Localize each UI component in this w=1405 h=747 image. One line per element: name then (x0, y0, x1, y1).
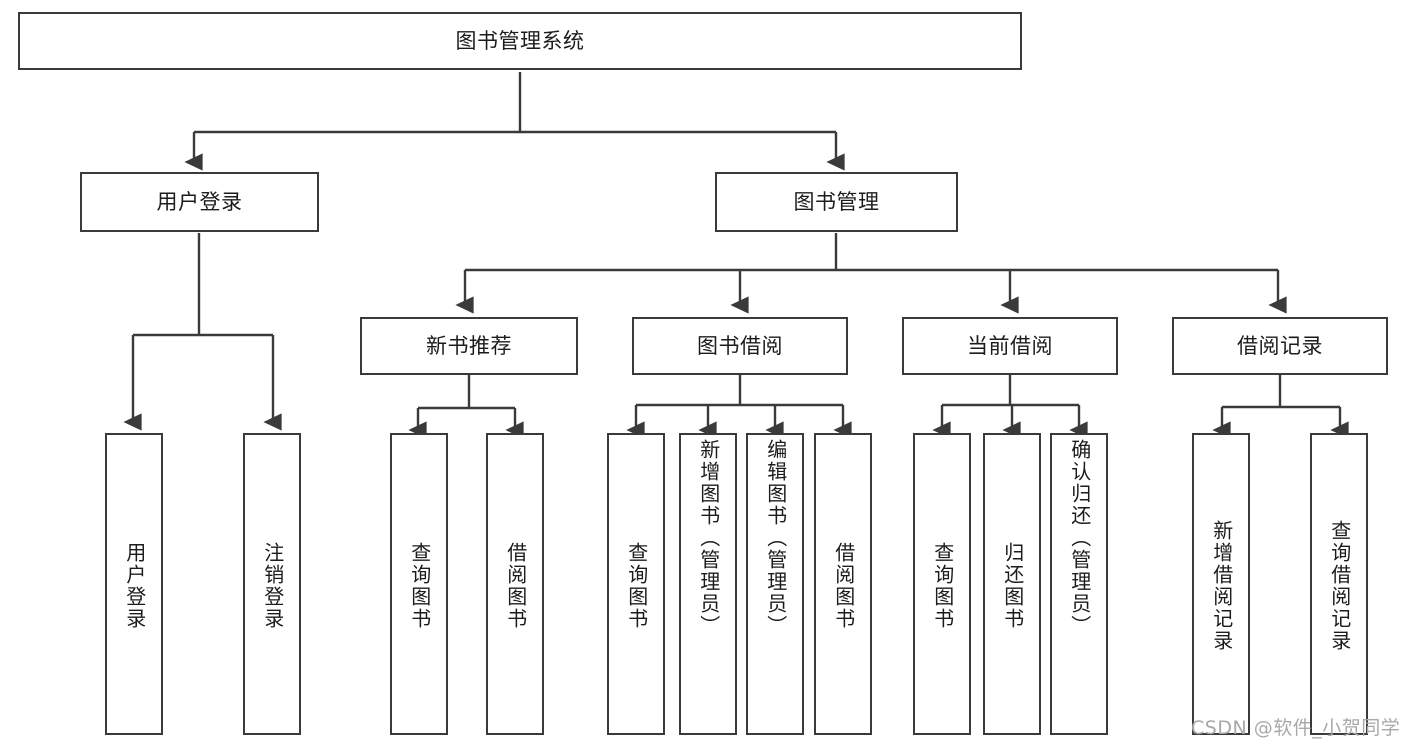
node-leaf-query-book-2[interactable]: 查询图书 (607, 433, 665, 735)
node-root[interactable]: 图书管理系统 (18, 12, 1022, 70)
node-book-borrow-label: 图书借阅 (697, 333, 783, 358)
node-leaf-query-book-3[interactable]: 查询图书 (913, 433, 971, 735)
node-borrow-record[interactable]: 借阅记录 (1172, 317, 1388, 375)
node-leaf-add-record[interactable]: 新增借阅记录 (1192, 433, 1250, 735)
node-leaf-add-book-label: 新增图书（管理员） (696, 439, 721, 637)
node-new-book-recommend-label: 新书推荐 (426, 333, 512, 358)
node-book-management[interactable]: 图书管理 (715, 172, 958, 232)
node-leaf-logout-login-label: 注销登录 (260, 542, 285, 630)
node-current-borrow-label: 当前借阅 (967, 333, 1053, 358)
node-leaf-edit-book-label: 编辑图书（管理员） (763, 439, 788, 637)
node-user-login[interactable]: 用户登录 (80, 172, 319, 232)
node-leaf-borrow-book-1-label: 借阅图书 (503, 542, 528, 630)
node-user-login-label: 用户登录 (156, 189, 243, 214)
node-leaf-return-book[interactable]: 归还图书 (983, 433, 1041, 735)
node-leaf-borrow-book-2-label: 借阅图书 (831, 542, 856, 630)
csdn-watermark: CSDN @软件_小贺同学 (1191, 717, 1401, 739)
node-new-book-recommend[interactable]: 新书推荐 (360, 317, 578, 375)
node-leaf-borrow-book-1[interactable]: 借阅图书 (486, 433, 544, 735)
node-borrow-record-label: 借阅记录 (1237, 333, 1323, 358)
node-leaf-user-login-label: 用户登录 (122, 542, 147, 630)
node-leaf-query-book-3-label: 查询图书 (930, 542, 955, 630)
node-leaf-borrow-book-2[interactable]: 借阅图书 (814, 433, 872, 735)
node-leaf-logout-login[interactable]: 注销登录 (243, 433, 301, 735)
node-root-label: 图书管理系统 (455, 28, 585, 53)
node-current-borrow[interactable]: 当前借阅 (902, 317, 1118, 375)
node-leaf-user-login[interactable]: 用户登录 (105, 433, 163, 735)
node-leaf-query-record-label: 查询借阅记录 (1327, 520, 1352, 652)
node-leaf-query-record[interactable]: 查询借阅记录 (1310, 433, 1368, 735)
node-book-borrow[interactable]: 图书借阅 (632, 317, 848, 375)
node-leaf-confirm-return-label: 确认归还（管理员） (1067, 439, 1092, 637)
node-leaf-return-book-label: 归还图书 (1000, 542, 1025, 630)
node-leaf-edit-book[interactable]: 编辑图书（管理员） (746, 433, 804, 735)
node-leaf-add-book[interactable]: 新增图书（管理员） (679, 433, 737, 735)
node-book-management-label: 图书管理 (793, 189, 880, 214)
node-leaf-confirm-return[interactable]: 确认归还（管理员） (1050, 433, 1108, 735)
node-leaf-add-record-label: 新增借阅记录 (1209, 520, 1234, 652)
node-leaf-query-book-1[interactable]: 查询图书 (390, 433, 448, 735)
node-leaf-query-book-1-label: 查询图书 (407, 542, 432, 630)
node-leaf-query-book-2-label: 查询图书 (624, 542, 649, 630)
